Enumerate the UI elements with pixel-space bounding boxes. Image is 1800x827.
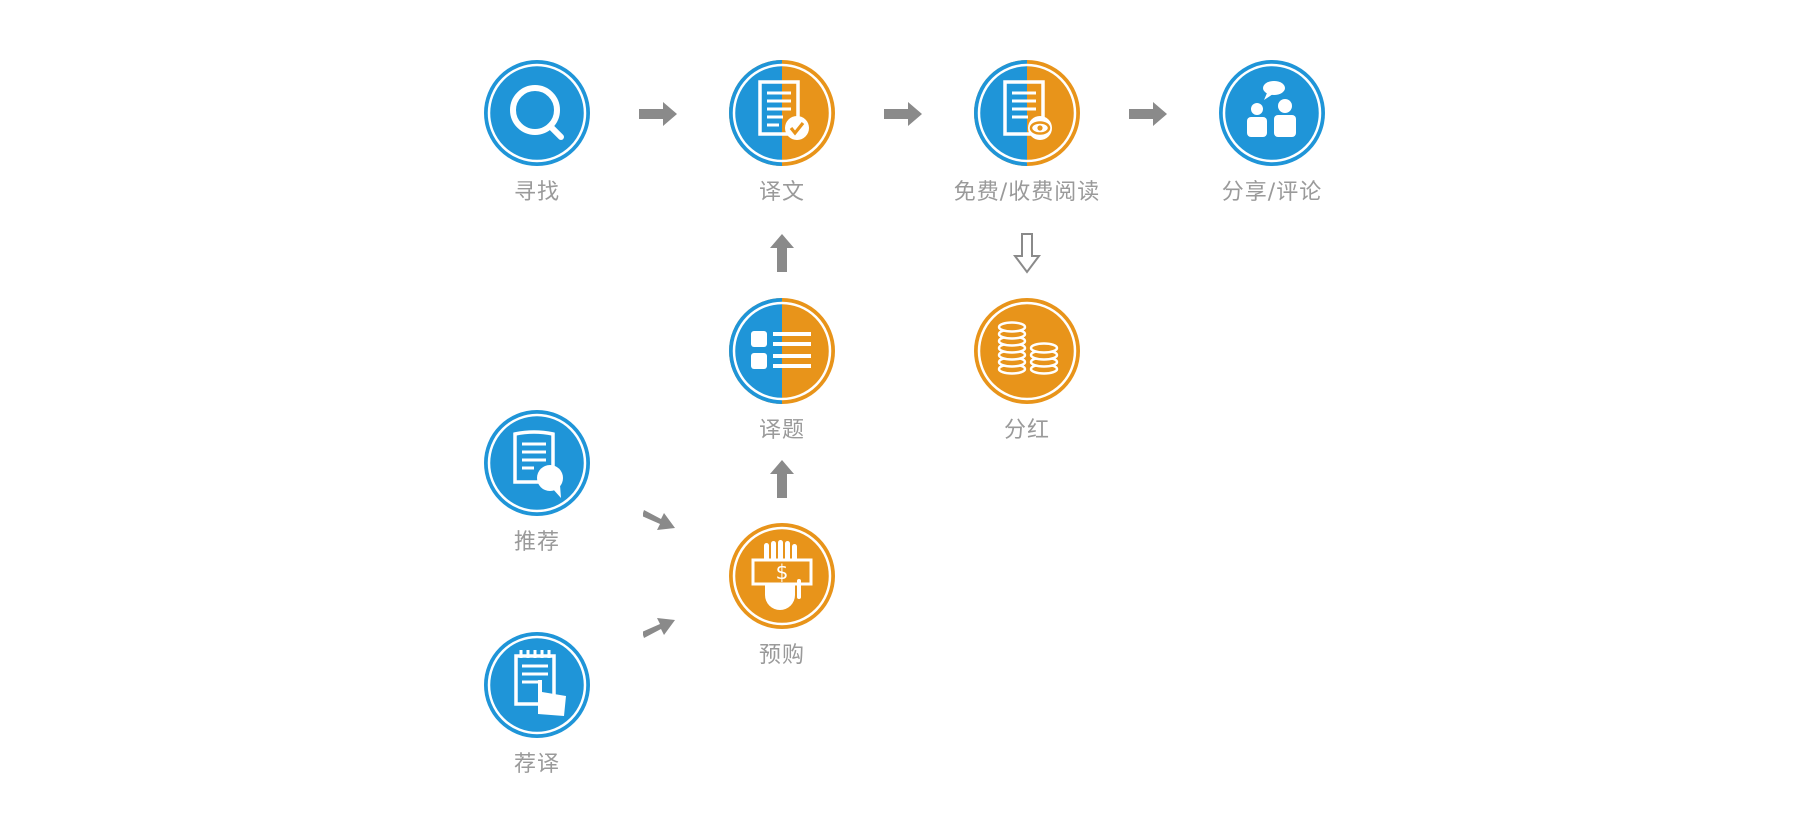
label-read: 免费/收费阅读 xyxy=(953,180,1101,205)
label-preorder: 预购 xyxy=(758,643,805,668)
notepad-hand-icon xyxy=(484,632,590,738)
document-speech-icon xyxy=(484,410,590,516)
node-search: 寻找 xyxy=(457,58,617,206)
label-translation: 译文 xyxy=(758,180,805,205)
arrow-right-icon xyxy=(884,102,922,126)
coins-icon xyxy=(974,298,1080,404)
node-translation: 译文 xyxy=(702,58,862,206)
list-grid-icon xyxy=(729,298,835,404)
label-suggest: 荐译 xyxy=(513,752,560,777)
arrow-diagonal-down-icon xyxy=(643,510,675,530)
document-check-icon xyxy=(729,60,835,166)
arrow-diagonal-up-icon xyxy=(643,618,675,638)
label-topic: 译题 xyxy=(758,418,805,443)
node-share: 分享/评论 xyxy=(1192,58,1352,206)
hand-money-icon: $ xyxy=(729,523,835,629)
node-read: 免费/收费阅读 xyxy=(947,58,1107,206)
node-preorder: $ 预购 xyxy=(702,521,862,669)
label-recommend: 推荐 xyxy=(513,530,560,555)
label-search: 寻找 xyxy=(513,180,560,205)
arrow-up-icon xyxy=(770,234,794,272)
node-topic: 译题 xyxy=(702,296,862,444)
document-eye-icon xyxy=(974,60,1080,166)
label-dividend: 分红 xyxy=(1003,418,1050,443)
arrow-right-icon xyxy=(639,102,677,126)
node-dividend: 分红 xyxy=(947,296,1107,444)
arrow-down-outline-icon xyxy=(1013,233,1041,274)
svg-text:$: $ xyxy=(776,560,789,584)
arrow-up-icon xyxy=(770,460,794,498)
node-suggest: 荐译 xyxy=(457,630,617,778)
magnifier-icon xyxy=(484,60,590,166)
node-recommend: 推荐 xyxy=(457,408,617,556)
arrow-right-icon xyxy=(1129,102,1167,126)
label-share: 分享/评论 xyxy=(1221,180,1323,205)
people-chat-icon xyxy=(1219,60,1325,166)
